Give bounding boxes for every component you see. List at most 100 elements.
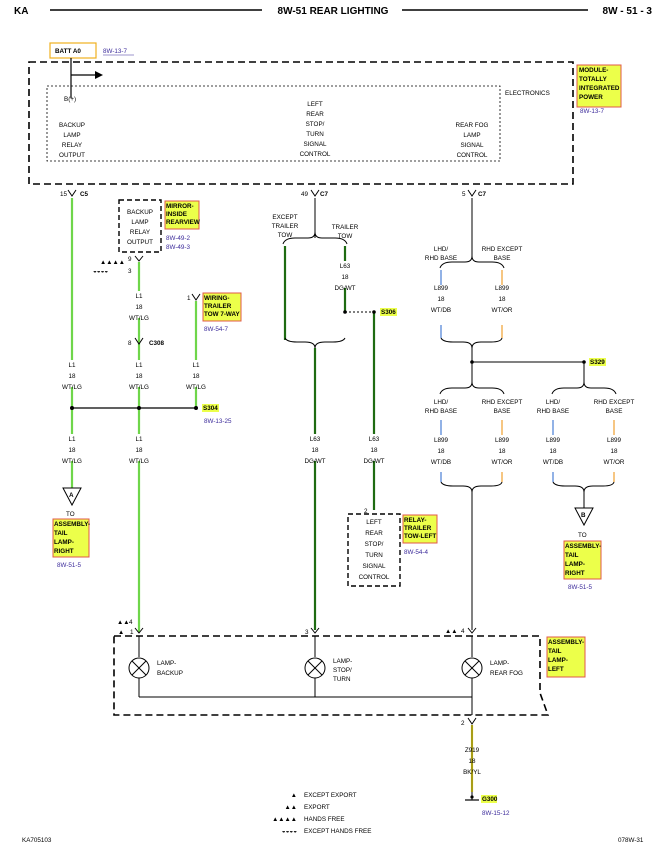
wire-l63-label-bg-2 bbox=[304, 434, 326, 461]
lamp-backup-line-1: LAMP- bbox=[157, 660, 176, 667]
relay-ref[interactable]: 8W-54-4 bbox=[404, 549, 429, 556]
fog-split-brace-3 bbox=[551, 381, 617, 395]
z919-line-2: 18 bbox=[468, 758, 476, 765]
lamp-fog-icon bbox=[461, 657, 483, 679]
fog-split1-left-line-1: LHD/ bbox=[434, 246, 449, 253]
relay-box-line-5: SIGNAL bbox=[362, 563, 386, 570]
conn-b-title-line2: TAIL bbox=[565, 552, 579, 559]
module-center-line-2: REAR bbox=[306, 111, 324, 118]
fog-db-3-line-2: 18 bbox=[549, 448, 557, 455]
module-title-line1: MODULE- bbox=[579, 67, 608, 74]
tail-fog-export-symbol: ▲▲ bbox=[445, 628, 457, 635]
mirror-ref-2[interactable]: 8W-49-3 bbox=[166, 244, 191, 251]
wire-l1-3-line-1: L1 bbox=[135, 362, 143, 369]
batt-ref[interactable]: 8W-13-7 bbox=[103, 48, 128, 55]
fog-split-brace-1 bbox=[439, 255, 505, 269]
wire-l63-2-line-2: 18 bbox=[311, 447, 319, 454]
tail-stop-connector-icon bbox=[310, 627, 320, 634]
branch-trailer-line-1: TRAILER bbox=[332, 224, 359, 231]
wire-l1-5-line-3: WT/LG bbox=[62, 458, 82, 465]
tail-backup-connector-icon bbox=[134, 627, 144, 634]
module-outline bbox=[28, 61, 574, 185]
module-left-line-1: BACKUP bbox=[59, 122, 85, 129]
mirror-symbols-except-hands-free: ◒◒◒◒ bbox=[93, 268, 108, 275]
conn-a-ref[interactable]: 8W-51-5 bbox=[57, 562, 82, 569]
lamp-stop-line-1: LAMP- bbox=[333, 658, 352, 665]
mirror-title-line1: MIRROR- bbox=[166, 203, 194, 210]
module-title-line2: TOTALLY bbox=[579, 76, 608, 83]
s306-node-1 bbox=[343, 310, 347, 314]
header-title: 8W-51 REAR LIGHTING bbox=[278, 6, 389, 17]
c7a-connector-icon bbox=[310, 189, 320, 197]
fog-or-2-line-3: WT/OR bbox=[492, 459, 513, 466]
s304-node-2 bbox=[137, 406, 141, 410]
c7b-connector-icon bbox=[467, 189, 477, 197]
mirror-box-line-1: BACKUP bbox=[127, 209, 153, 216]
wire-l1-3-line-3: WT/LG bbox=[129, 384, 149, 391]
tail-stop-pin: 3 bbox=[305, 629, 309, 636]
mirror-box bbox=[118, 199, 162, 253]
g300-ref[interactable]: 8W-15-12 bbox=[482, 810, 510, 817]
s304-box bbox=[202, 404, 219, 412]
z919-line-1: Z919 bbox=[465, 747, 480, 754]
module-center-line-5: SIGNAL bbox=[303, 141, 327, 148]
mirror-box-line-4: OUTPUT bbox=[127, 239, 153, 246]
header-page: 8W - 51 - 3 bbox=[603, 6, 653, 17]
conn-b-ref[interactable]: 8W-51-5 bbox=[568, 584, 593, 591]
wire-l1-5-line-2: 18 bbox=[68, 447, 76, 454]
module-electronics-label: ELECTRONICS bbox=[505, 90, 550, 97]
tail-left-title-line2: TAIL bbox=[548, 648, 562, 655]
tail-left-title-line3: LAMP- bbox=[548, 657, 568, 664]
conn-a-title-box bbox=[52, 518, 90, 558]
module-left-line-2: LAMP bbox=[63, 132, 80, 139]
c5-pin: 15 bbox=[60, 191, 68, 198]
wire-l1-labels: L118WT/LGL118WT/LGL118WT/LGL118WT/LGL118… bbox=[61, 291, 207, 465]
tail-left-title-line4: LEFT bbox=[548, 666, 564, 673]
fog-db-1-line-2: 18 bbox=[437, 296, 445, 303]
batt-arrow-icon bbox=[95, 71, 103, 79]
s306-node-2 bbox=[372, 310, 376, 314]
conn-a-to: TO bbox=[66, 511, 75, 518]
wire-l63-label-bg-1 bbox=[334, 261, 356, 288]
module-right-line-4: CONTROL bbox=[457, 152, 488, 159]
trailer-tow-title-line1: WIRING- bbox=[204, 295, 230, 302]
conn-b-icon bbox=[574, 507, 594, 527]
fog-db-2-line-2: 18 bbox=[437, 448, 445, 455]
fog-or-1-line-1: L899 bbox=[495, 285, 510, 292]
merge-brace bbox=[284, 337, 346, 349]
wire-l1-4-line-3: WT/LG bbox=[186, 384, 206, 391]
legend-text-4: EXCEPT HANDS FREE bbox=[304, 828, 371, 835]
mirror-ref-1[interactable]: 8W-49-2 bbox=[166, 235, 191, 242]
fog-split-right-3-line-1: RHD EXCEPT bbox=[594, 399, 635, 406]
wire-l1-label-bg-2 bbox=[128, 291, 150, 318]
lamp-fog-line-2: REAR FOG bbox=[490, 670, 523, 677]
fog-split-right-2-line-1: RHD EXCEPT bbox=[482, 399, 523, 406]
s329-label: S329 bbox=[590, 359, 605, 366]
c308-pin: 8 bbox=[128, 340, 132, 347]
s304-ref[interactable]: 8W-13-25 bbox=[204, 418, 232, 425]
lamp-stop-label: LAMP-STOP/TURN bbox=[333, 658, 352, 683]
g300-label: G300 bbox=[482, 796, 498, 803]
legend-text-3: HANDS FREE bbox=[304, 816, 345, 823]
tail-backup-except-symbol: ▲ bbox=[118, 629, 124, 636]
module-ref[interactable]: 8W-13-7 bbox=[580, 108, 605, 115]
ground-icon bbox=[465, 792, 479, 801]
fog-split-right-3-line-2: BASE bbox=[606, 408, 623, 415]
wire-l1-3-line-2: 18 bbox=[135, 373, 143, 380]
module-left-line-3: RELAY bbox=[62, 142, 83, 149]
wire-l63-1-line-3: DG/WT bbox=[335, 285, 356, 292]
conn-a-letter: A bbox=[69, 492, 74, 499]
fog-split3-left-line-1: LHD/ bbox=[546, 399, 561, 406]
wire-l1-2-line-3: WT/LG bbox=[129, 315, 149, 322]
fog-split2-left-line-2: RHD BASE bbox=[425, 408, 457, 415]
trailer-tow-ref[interactable]: 8W-54-7 bbox=[204, 326, 229, 333]
z919-line-3: BK/YL bbox=[463, 769, 481, 776]
branch-except-line-2: TRAILER bbox=[272, 223, 299, 230]
conn-a-icon bbox=[62, 487, 82, 507]
